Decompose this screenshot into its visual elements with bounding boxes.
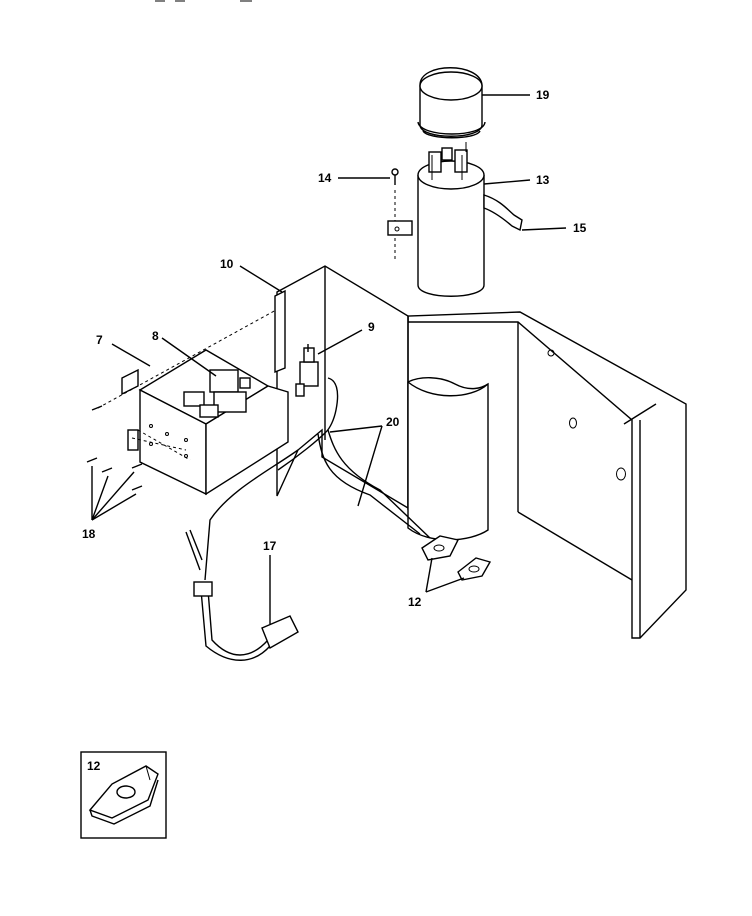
capacitor-strap xyxy=(483,194,523,232)
callout-12: 12 xyxy=(408,595,422,609)
inset-box: 12 xyxy=(80,751,167,839)
screw-bracket xyxy=(387,168,413,262)
leader-lines xyxy=(91,94,567,624)
callout-13: 13 xyxy=(536,173,550,187)
callout-9: 9 xyxy=(368,320,375,334)
callout-20: 20 xyxy=(386,415,400,429)
inset-callout-12: 12 xyxy=(87,759,101,773)
curved-duct xyxy=(407,377,489,541)
power-cord xyxy=(185,431,327,661)
callout-8: 8 xyxy=(152,329,159,343)
callout-19: 19 xyxy=(536,88,550,102)
switch xyxy=(295,344,319,397)
clamps xyxy=(421,535,492,581)
callout-7: 7 xyxy=(96,333,103,347)
capacitor-cap xyxy=(417,67,486,139)
callout-17: 17 xyxy=(263,539,277,553)
wire-harness xyxy=(317,377,431,539)
callout-18: 18 xyxy=(82,527,96,541)
callout-14: 14 xyxy=(318,171,332,185)
capacitor xyxy=(417,142,485,297)
callout-10: 10 xyxy=(220,257,234,271)
screws xyxy=(86,309,277,491)
control-panel xyxy=(274,265,409,510)
side-panel xyxy=(407,311,687,639)
control-box xyxy=(121,349,289,496)
callout-15: 15 xyxy=(573,221,587,235)
